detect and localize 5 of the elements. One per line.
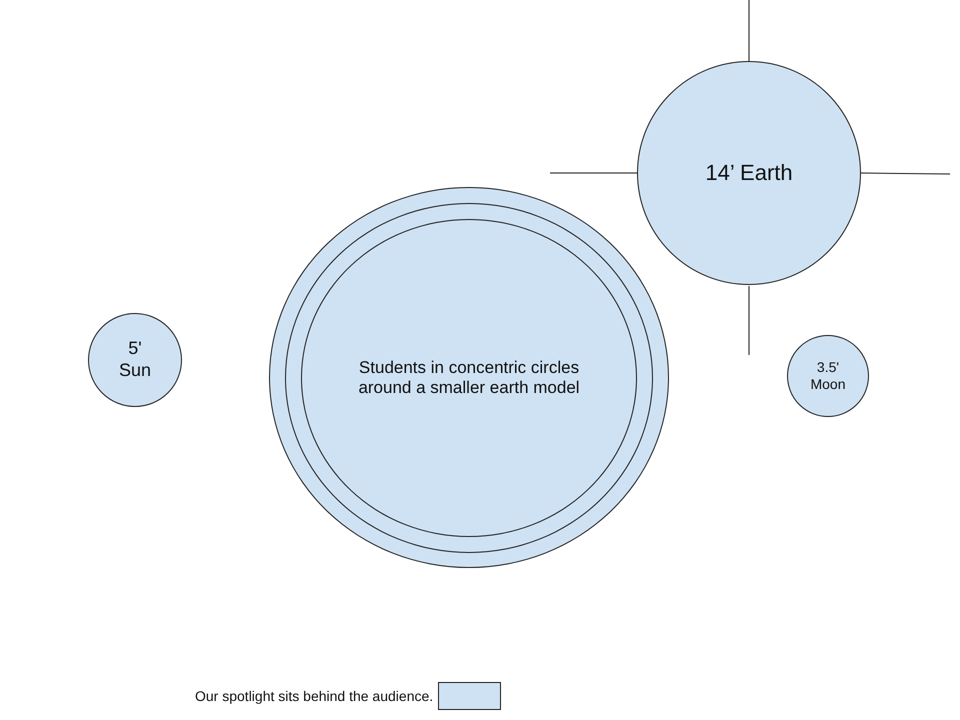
legend-text: Our spotlight sits behind the audience. xyxy=(195,688,434,704)
circle-label: 14’ Earth xyxy=(705,160,793,186)
circle-label: 5' Sun xyxy=(118,338,152,382)
circle-label: 3.5' Moon xyxy=(809,359,847,393)
circle-label: Students in concentric circles around a smaller earth model xyxy=(357,358,581,398)
